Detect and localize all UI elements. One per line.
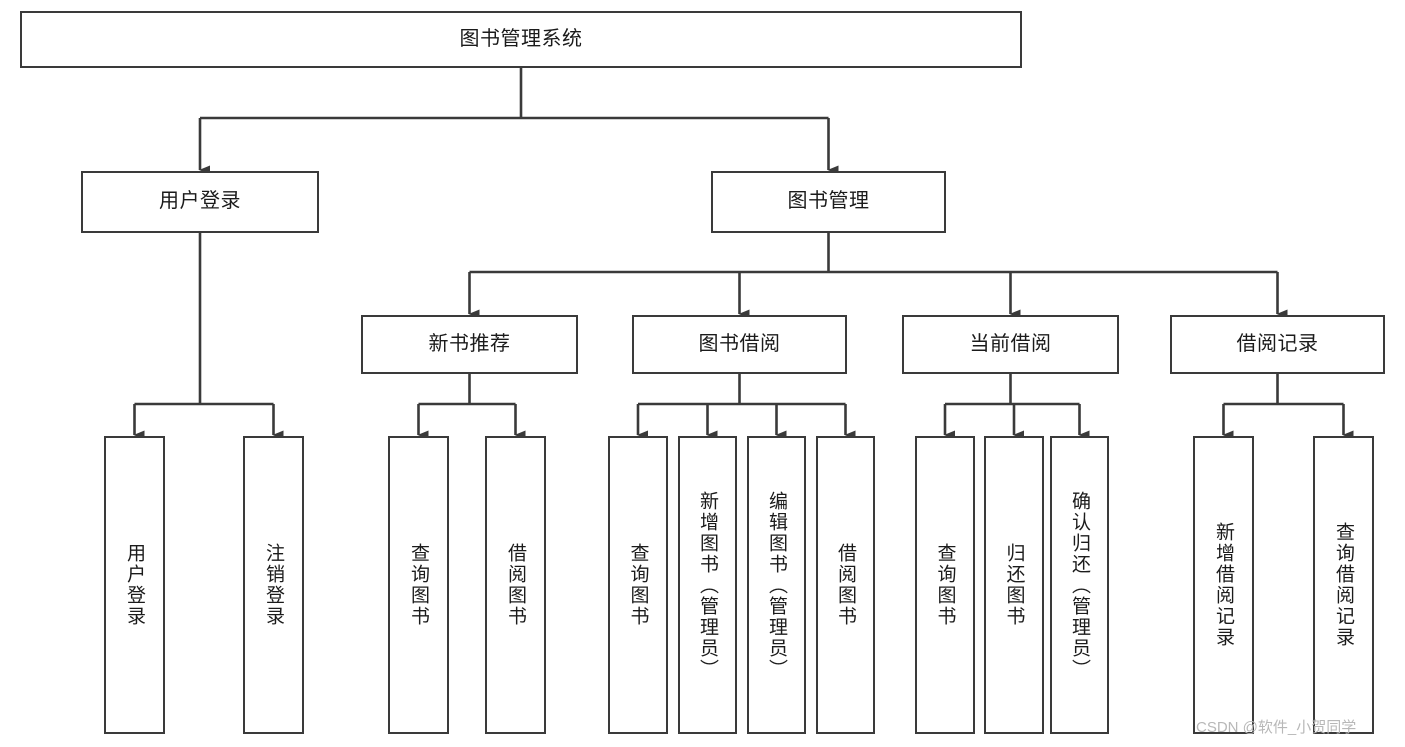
node-label-book-borrow: 图书借阅: [698, 332, 781, 355]
node-label-user-login: 用户登录: [159, 190, 241, 213]
node-label-leaf-borrow-book: 借阅图书: [835, 543, 856, 627]
node-root[interactable]: 图书管理系统: [20, 11, 1022, 68]
node-label-leaf-confirm-return: 确认归还（管理员）: [1069, 490, 1090, 680]
node-borrow-record[interactable]: 借阅记录: [1170, 315, 1385, 374]
node-leaf-edit-book[interactable]: 编辑图书（管理员）: [747, 436, 806, 734]
node-label-leaf-borrow-book-rec: 借阅图书: [505, 543, 526, 627]
node-label-leaf-query-book-rec: 查询图书: [408, 543, 429, 627]
node-label-leaf-add-record: 新增借阅记录: [1213, 522, 1234, 648]
node-leaf-add-book[interactable]: 新增图书（管理员）: [678, 436, 737, 734]
node-leaf-borrow-book-rec[interactable]: 借阅图书: [485, 436, 546, 734]
node-leaf-query-record[interactable]: 查询借阅记录: [1313, 436, 1374, 734]
node-label-book-manage: 图书管理: [787, 190, 870, 213]
node-leaf-confirm-return[interactable]: 确认归还（管理员）: [1050, 436, 1109, 734]
node-label-root: 图书管理系统: [459, 27, 583, 50]
node-leaf-logout[interactable]: 注销登录: [243, 436, 304, 734]
node-label-current-borrow: 当前借阅: [969, 332, 1052, 355]
node-label-leaf-query-record: 查询借阅记录: [1333, 522, 1354, 648]
node-label-leaf-logout: 注销登录: [263, 543, 284, 627]
node-current-borrow[interactable]: 当前借阅: [902, 315, 1119, 374]
node-book-manage[interactable]: 图书管理: [711, 171, 946, 233]
node-leaf-user-login[interactable]: 用户登录: [104, 436, 165, 734]
node-label-leaf-return-book: 归还图书: [1003, 543, 1025, 627]
node-leaf-query-book-rec[interactable]: 查询图书: [388, 436, 449, 734]
node-user-login[interactable]: 用户登录: [81, 171, 319, 233]
node-leaf-query-book-current[interactable]: 查询图书: [915, 436, 975, 734]
node-leaf-borrow-book[interactable]: 借阅图书: [816, 436, 875, 734]
node-leaf-return-book[interactable]: 归还图书: [984, 436, 1044, 734]
tree-connectors: [133, 68, 1354, 440]
node-leaf-add-record[interactable]: 新增借阅记录: [1193, 436, 1254, 734]
node-label-leaf-query-book-borrow: 查询图书: [627, 543, 649, 627]
node-label-leaf-edit-book: 编辑图书（管理员）: [766, 490, 787, 680]
node-leaf-query-book-borrow[interactable]: 查询图书: [608, 436, 668, 734]
node-book-borrow[interactable]: 图书借阅: [632, 315, 847, 374]
node-label-borrow-record: 借阅记录: [1236, 332, 1319, 355]
node-label-leaf-add-book: 新增图书（管理员）: [697, 490, 718, 680]
node-label-leaf-query-book-current: 查询图书: [934, 543, 956, 627]
node-label-new-book-rec: 新书推荐: [428, 332, 511, 355]
node-label-leaf-user-login: 用户登录: [124, 543, 145, 627]
node-new-book-rec[interactable]: 新书推荐: [361, 315, 578, 374]
